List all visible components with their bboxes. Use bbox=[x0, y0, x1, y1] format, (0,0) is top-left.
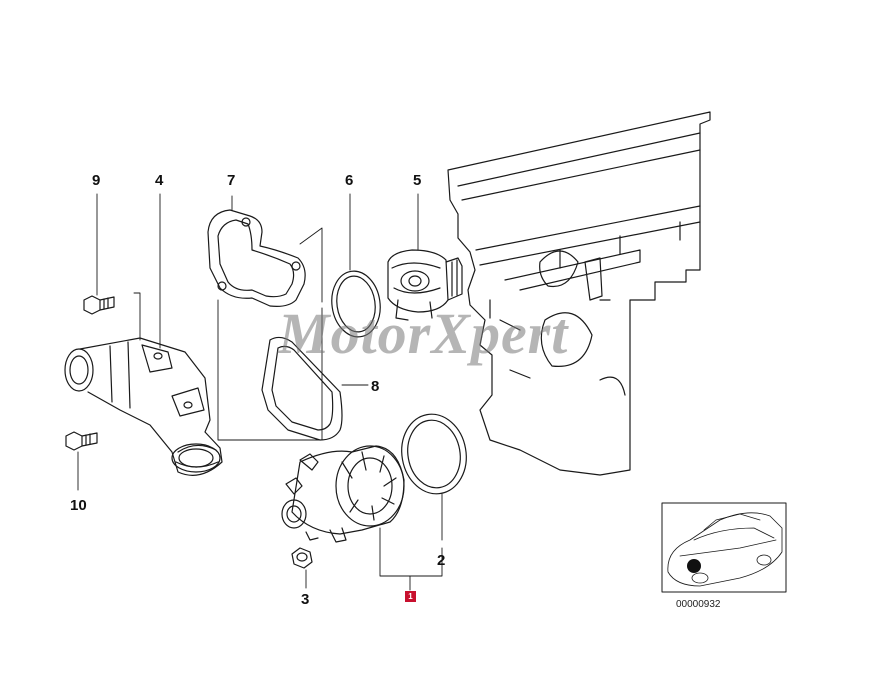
watermark: MotorXpert bbox=[278, 301, 569, 366]
leader-lines bbox=[77, 193, 443, 591]
nut-3 bbox=[291, 547, 313, 569]
locator-inset bbox=[661, 502, 787, 593]
callout-7: 7 bbox=[227, 172, 236, 189]
engine-block bbox=[447, 111, 711, 476]
callout-10: 10 bbox=[70, 497, 87, 514]
bolt-9 bbox=[83, 295, 115, 315]
reference-code: 00000932 bbox=[676, 599, 721, 610]
water-pump-1 bbox=[281, 445, 405, 543]
callout-9: 9 bbox=[92, 172, 101, 189]
callout-3: 3 bbox=[301, 591, 310, 608]
thermostat-5 bbox=[387, 249, 463, 321]
callout-5: 5 bbox=[413, 172, 422, 189]
o-ring-2 bbox=[401, 413, 467, 495]
bolt-10 bbox=[65, 431, 98, 451]
locator-dot bbox=[687, 559, 701, 573]
gasket-7 bbox=[207, 209, 306, 307]
o-ring-6 bbox=[331, 270, 381, 338]
gasket-8 bbox=[261, 336, 343, 441]
thermostat-housing-4 bbox=[64, 337, 223, 476]
part-badge-1: 1 bbox=[405, 591, 416, 602]
callout-2: 2 bbox=[437, 552, 446, 569]
callout-8: 8 bbox=[371, 378, 380, 395]
callout-6: 6 bbox=[345, 172, 354, 189]
callout-4: 4 bbox=[155, 172, 164, 189]
